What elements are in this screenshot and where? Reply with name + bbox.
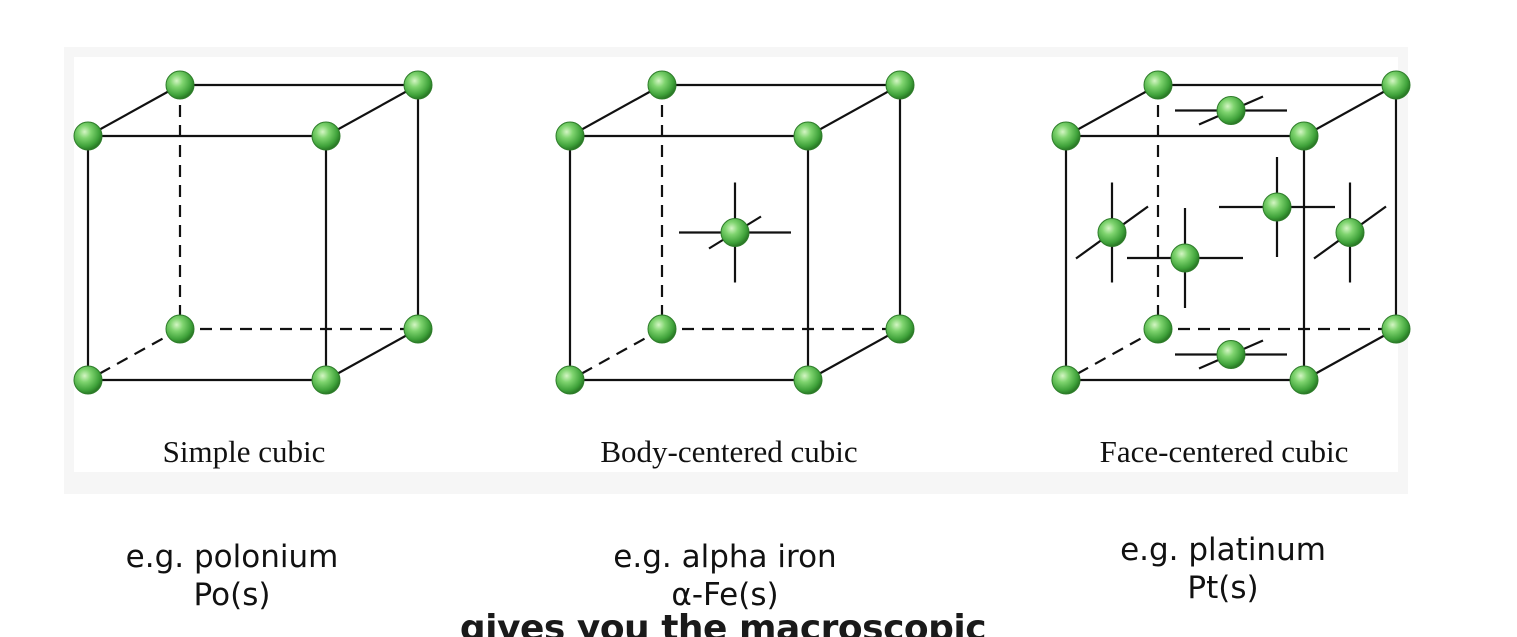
platinum-example-name: e.g. platinum bbox=[1120, 532, 1326, 568]
corner-atom bbox=[885, 70, 915, 100]
corner-atom bbox=[73, 365, 103, 395]
edge bbox=[87, 84, 181, 137]
corner-atom bbox=[555, 365, 585, 395]
corner-atom bbox=[647, 70, 677, 100]
edge bbox=[325, 328, 419, 381]
corner-atom bbox=[555, 121, 585, 151]
corner-atom bbox=[311, 365, 341, 395]
corner-atom bbox=[1381, 314, 1411, 344]
corner-atom bbox=[403, 70, 433, 100]
corner-atom bbox=[1143, 314, 1173, 344]
alpha-iron-example-name: e.g. alpha iron bbox=[613, 539, 837, 575]
body-centered-cubic-label: Body-centered cubic bbox=[600, 434, 858, 469]
polonium-example: e.g. polonium Po(s) bbox=[126, 538, 339, 614]
edge bbox=[569, 84, 663, 137]
simple-cube bbox=[73, 70, 433, 395]
simple-cubic-label: Simple cubic bbox=[162, 434, 326, 469]
body-centered-cube bbox=[555, 70, 915, 395]
edge bbox=[1303, 84, 1397, 137]
edge bbox=[1065, 84, 1159, 137]
face-atom-bottom bbox=[1216, 340, 1246, 369]
alpha-iron-example-formula: α-Fe(s) bbox=[671, 577, 779, 613]
corner-atom bbox=[885, 314, 915, 344]
corner-atom bbox=[1051, 121, 1081, 151]
corner-atom bbox=[793, 365, 823, 395]
edge bbox=[807, 328, 901, 381]
corner-atom bbox=[647, 314, 677, 344]
corner-atom bbox=[1289, 121, 1319, 151]
face-centered-cubic-label: Face-centered cubic bbox=[1099, 434, 1349, 469]
alpha-iron-example: e.g. alpha iron α-Fe(s) bbox=[613, 538, 836, 614]
corner-atom bbox=[311, 121, 341, 151]
video-subtitle: gives you the macroscopic bbox=[457, 606, 989, 637]
polonium-example-name: e.g. polonium bbox=[125, 539, 339, 575]
platinum-example: e.g. platinum Pt(s) bbox=[1120, 531, 1326, 607]
edge bbox=[325, 84, 419, 137]
hidden-edge bbox=[87, 328, 181, 381]
hidden-edge bbox=[1065, 328, 1159, 381]
hidden-edge bbox=[569, 328, 663, 381]
corner-atom bbox=[1051, 365, 1081, 395]
platinum-example-formula: Pt(s) bbox=[1187, 570, 1259, 606]
corner-atom bbox=[403, 314, 433, 344]
corner-atom bbox=[73, 121, 103, 151]
face-atom-left bbox=[1097, 218, 1127, 247]
corner-atom bbox=[793, 121, 823, 151]
face-atom-front bbox=[1170, 243, 1200, 273]
face-atom-back bbox=[1262, 192, 1292, 222]
corner-atom bbox=[165, 314, 195, 344]
polonium-example-formula: Po(s) bbox=[193, 577, 271, 613]
face-atom-right bbox=[1335, 218, 1365, 247]
corner-atom bbox=[1143, 70, 1173, 100]
face-centered-cube bbox=[1051, 70, 1411, 395]
corner-atom bbox=[165, 70, 195, 100]
corner-atom bbox=[1381, 70, 1411, 100]
corner-atom bbox=[1289, 365, 1319, 395]
edge bbox=[807, 84, 901, 137]
cubes-layer bbox=[73, 70, 1411, 395]
body-center-atom bbox=[720, 218, 750, 247]
face-atom-top bbox=[1216, 96, 1246, 125]
edge bbox=[1303, 328, 1397, 381]
